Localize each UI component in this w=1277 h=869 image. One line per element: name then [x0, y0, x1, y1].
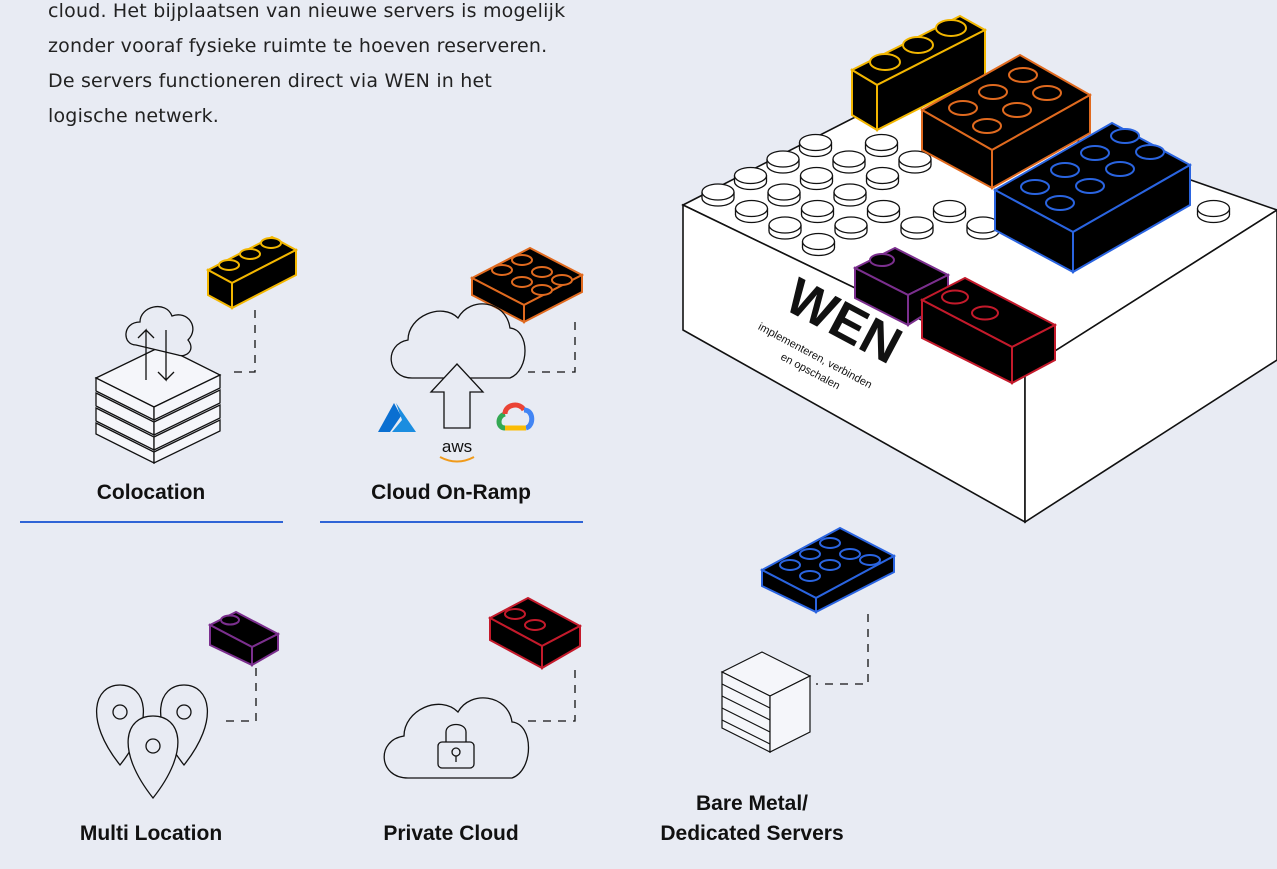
bare-metal-label-line1: Bare Metal/	[696, 792, 808, 815]
board-stud	[768, 216, 802, 240]
board-stud	[733, 166, 768, 191]
cloud-onramp-brick	[469, 246, 585, 324]
colocation-underline	[20, 521, 283, 523]
cloud-onramp-label: Cloud On-Ramp	[371, 481, 531, 504]
board-stud	[832, 150, 866, 174]
multi-location-brick	[207, 610, 281, 667]
lock-icon	[437, 723, 475, 769]
location-pins-icon	[95, 684, 209, 800]
cloud-sync-icon	[125, 305, 194, 382]
bare-metal-label-line2: Dedicated Servers	[660, 822, 843, 845]
intro-line: logische netwerk.	[48, 105, 220, 127]
aws-logo: aws	[442, 437, 472, 456]
server-stack-icon	[94, 345, 222, 465]
red-brick	[919, 276, 1058, 385]
cloud-onramp-illustration: aws	[378, 246, 585, 463]
board-stud	[701, 183, 735, 207]
board-stud	[801, 232, 836, 257]
board-stud	[1196, 199, 1231, 224]
intro-line: zonder vooraf fysieke ruimte te hoeven r…	[48, 35, 548, 57]
colocation-brick	[205, 235, 299, 310]
aws-smile	[439, 456, 475, 463]
multi-location-label: Multi Location	[80, 822, 222, 845]
board-stud	[864, 133, 899, 158]
intro-line: De servers functioneren direct via WEN i…	[48, 70, 493, 92]
board-stud	[932, 199, 967, 224]
wen-platform-board: WEN implementeren, verbinden en opschale…	[681, 14, 1277, 524]
private-cloud-illustration	[383, 596, 583, 779]
bare-metal-illustration	[720, 526, 897, 753]
cloud-icon	[390, 303, 526, 379]
yellow-brick	[849, 14, 988, 132]
board-stud	[767, 183, 801, 207]
google-cloud-logo	[496, 402, 535, 431]
server-rack-icon	[720, 651, 812, 753]
azure-logo	[378, 403, 416, 432]
board-stud	[766, 150, 800, 174]
purple-brick	[852, 246, 951, 327]
private-cloud-label: Private Cloud	[383, 822, 518, 845]
board-stud	[898, 150, 932, 174]
board-stud	[900, 216, 934, 240]
board-stud	[798, 133, 833, 158]
board-stud	[800, 199, 835, 224]
board-stud	[865, 166, 900, 191]
board-stud	[799, 166, 834, 191]
board-stud	[834, 216, 868, 240]
colocation-label: Colocation	[97, 481, 206, 504]
blue-brick	[992, 121, 1193, 274]
bare-metal-brick	[759, 526, 897, 614]
orange-brick	[919, 53, 1093, 190]
board-stud	[734, 199, 769, 224]
upload-arrow-icon	[429, 363, 485, 429]
cloud-icon	[383, 697, 530, 779]
multi-location-illustration	[95, 610, 281, 800]
colocation-illustration	[94, 235, 299, 465]
board-stud	[833, 183, 867, 207]
board-stud	[866, 199, 901, 224]
private-cloud-brick	[487, 596, 583, 670]
cloud-onramp-underline	[320, 521, 583, 523]
intro-text: cloud. Het bijplaatsen van nieuwe server…	[48, 0, 658, 134]
intro-line: cloud. Het bijplaatsen van nieuwe server…	[48, 0, 566, 22]
